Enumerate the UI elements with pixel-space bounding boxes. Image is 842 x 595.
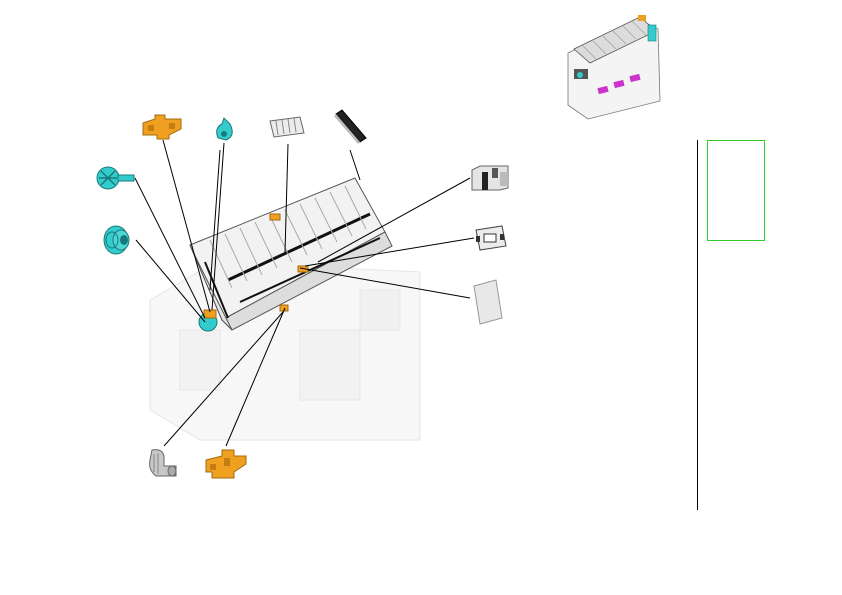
cyan-pulley-icon[interactable]	[103, 225, 130, 255]
sidebar-thumbnail-frame[interactable]	[707, 140, 765, 241]
leader-line-part-02	[211, 142, 225, 311]
cyan-hook-icon[interactable]	[216, 117, 233, 141]
leader-line-part-01	[162, 139, 211, 313]
grille-part-icon[interactable]	[269, 116, 305, 138]
leader-line-part-08	[304, 237, 475, 267]
leader-lines	[134, 139, 475, 447]
leader-line-part-03	[284, 143, 289, 253]
clip-block-icon[interactable]	[471, 165, 509, 191]
leader-line-part-07	[317, 177, 471, 263]
leader-line-part-02b	[209, 149, 221, 291]
assembly-tray	[189, 177, 393, 332]
leader-line-part-10	[163, 311, 284, 447]
sidebar-divider	[697, 140, 698, 510]
holder-part-icon[interactable]	[475, 225, 507, 251]
leader-line-part-09	[299, 267, 471, 299]
orange-bracket-icon[interactable]	[142, 114, 182, 140]
flat-plate-icon[interactable]	[473, 279, 503, 325]
leader-line-part-05	[134, 177, 206, 319]
leader-line-part-11	[225, 307, 286, 447]
cyan-gear-icon[interactable]	[96, 166, 135, 190]
leader-line-part-04	[349, 149, 361, 181]
orange-bracket-bottom-icon[interactable]	[205, 449, 247, 479]
black-pad-icon[interactable]	[334, 109, 367, 144]
overview-thumbnail	[567, 15, 661, 120]
main-assembly-illustration	[149, 177, 421, 441]
leader-line-part-06	[135, 239, 206, 323]
grey-knob-icon[interactable]	[149, 449, 177, 477]
part-callouts	[96, 109, 509, 479]
